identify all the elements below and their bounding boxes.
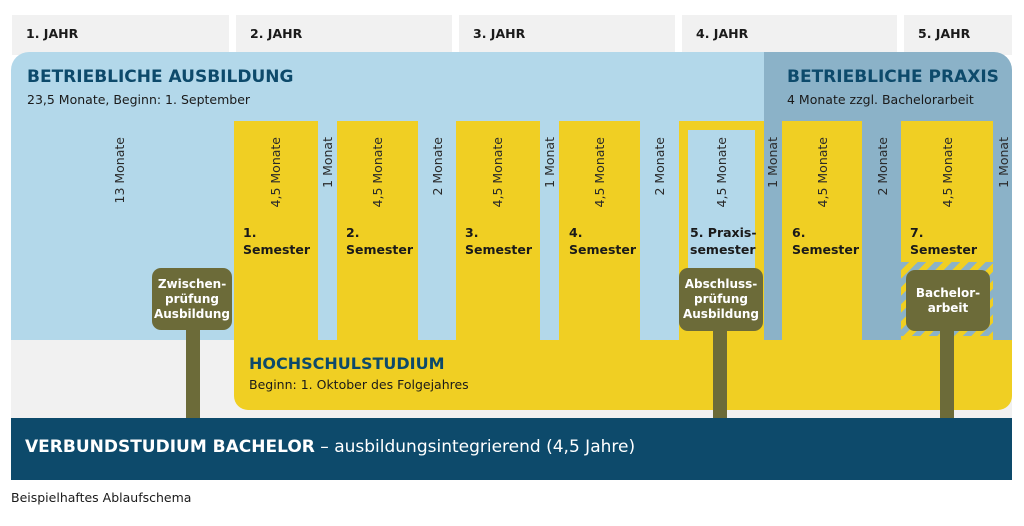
duration-label: 4,5 Monate: [815, 137, 830, 208]
gap-label: 2 Monate: [875, 137, 890, 196]
year-1: 1. JAHR: [12, 15, 229, 55]
milestone-post: [186, 320, 200, 420]
duration-label: 4,5 Monate: [370, 137, 385, 208]
gap-label: 1 Monat: [765, 137, 780, 188]
semester-label: 7. Semester: [910, 225, 978, 257]
hochschule-title: HOCHSCHULSTUDIUM: [249, 354, 445, 373]
praxis-semester-inner: [688, 130, 755, 280]
gap-label: 2 Monate: [430, 137, 445, 196]
footer-title: VERBUNDSTUDIUM BACHELOR: [25, 437, 315, 457]
semester-3-column: [456, 121, 540, 341]
year-5: 5. JAHR: [904, 15, 1012, 55]
gap-label: 1 Monat: [996, 137, 1011, 188]
duration-label: 4,5 Monate: [490, 137, 505, 208]
duration-label: 4,5 Monate: [714, 137, 729, 208]
year-2: 2. JAHR: [236, 15, 452, 55]
ausbildung-title: BETRIEBLICHE AUSBILDUNG: [27, 67, 294, 87]
hochschule-region: [234, 340, 1012, 410]
gap-label: 2 Monate: [652, 137, 667, 196]
semester-4-column: [559, 121, 640, 341]
semester-2-column: [337, 121, 418, 341]
year-3: 3. JAHR: [459, 15, 675, 55]
duration-label: 4,5 Monate: [940, 137, 955, 208]
ausbildung-subtitle: 23,5 Monate, Beginn: 1. September: [27, 92, 251, 107]
gap-label: 1 Monat: [320, 137, 335, 188]
semester-1-column: [234, 121, 318, 341]
gap-label: 1 Monat: [542, 137, 557, 188]
praxis-title: BETRIEBLICHE PRAXIS: [787, 67, 999, 87]
duration-label: 4,5 Monate: [268, 137, 283, 208]
year-4: 4. JAHR: [682, 15, 897, 55]
semester-label: 2. Semester: [346, 225, 414, 257]
praxis-subtitle: 4 Monate zzgl. Bachelorarbeit: [787, 92, 974, 107]
caption: Beispielhaftes Ablaufschema: [11, 490, 192, 505]
milestone-zwischenpruefung: Zwischen- prüfung Ausbildung: [152, 268, 232, 330]
semester-label: 1. Semester: [243, 225, 311, 257]
milestone-post: [713, 320, 727, 420]
hochschule-subtitle: Beginn: 1. Oktober des Folgejahres: [249, 377, 469, 392]
semester-label: 6. Semester: [792, 225, 860, 257]
duration-label: 13 Monate: [112, 137, 127, 204]
semester-6-column: [782, 121, 862, 341]
semester-label: 4. Semester: [569, 225, 637, 257]
duration-label: 4,5 Monate: [592, 137, 607, 208]
footer-band: VERBUNDSTUDIUM BACHELOR – ausbildungsint…: [11, 418, 1012, 480]
milestone-bachelorarbeit: Bachelor- arbeit: [906, 270, 990, 331]
milestone-post: [940, 320, 954, 420]
milestone-abschlusspruefung: Abschluss- prüfung Ausbildung: [679, 268, 763, 331]
footer-subtitle: – ausbildungsintegrierend (4,5 Jahre): [320, 437, 636, 457]
semester-label: 3. Semester: [465, 225, 533, 257]
semester-label: 5. Praxis- semester: [690, 225, 757, 257]
